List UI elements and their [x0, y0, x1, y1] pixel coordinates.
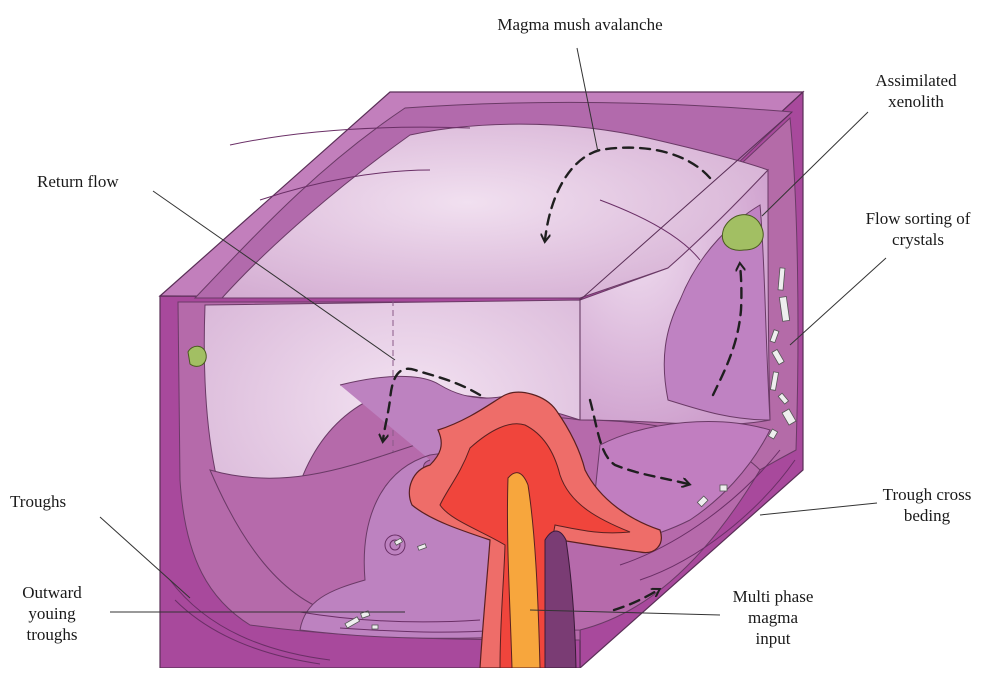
crystal: [720, 485, 727, 491]
leader-flow-sorting: [790, 258, 886, 345]
label-line: Trough cross: [862, 484, 992, 505]
label-line: magma: [718, 607, 828, 628]
label-line: crystals: [848, 229, 988, 250]
label-assimilated-xenolith: Assimilated xenolith: [856, 70, 976, 112]
xenolith-small: [188, 346, 206, 366]
label-line: xenolith: [856, 91, 976, 112]
label-line: beding: [862, 505, 992, 526]
label-line: youing: [12, 603, 92, 624]
label-flow-sorting: Flow sorting of crystals: [848, 208, 988, 250]
label-multi-phase-magma-input: Multi phase magma input: [718, 586, 828, 649]
label-trough-cross-beding: Trough cross beding: [862, 484, 992, 526]
crystal: [372, 625, 378, 629]
label-return-flow: Return flow: [37, 171, 119, 192]
label-line: Outward: [12, 582, 92, 603]
label-troughs: Troughs: [10, 491, 66, 512]
label-line: input: [718, 628, 828, 649]
label-line: Flow sorting of: [848, 208, 988, 229]
label-magma-mush-avalanche: Magma mush avalanche: [480, 14, 680, 35]
label-line: troughs: [12, 624, 92, 645]
leader-trough-cross: [760, 503, 877, 515]
label-line: Multi phase: [718, 586, 828, 607]
label-outward-youing-troughs: Outward youing troughs: [12, 582, 92, 645]
label-line: Assimilated: [856, 70, 976, 91]
